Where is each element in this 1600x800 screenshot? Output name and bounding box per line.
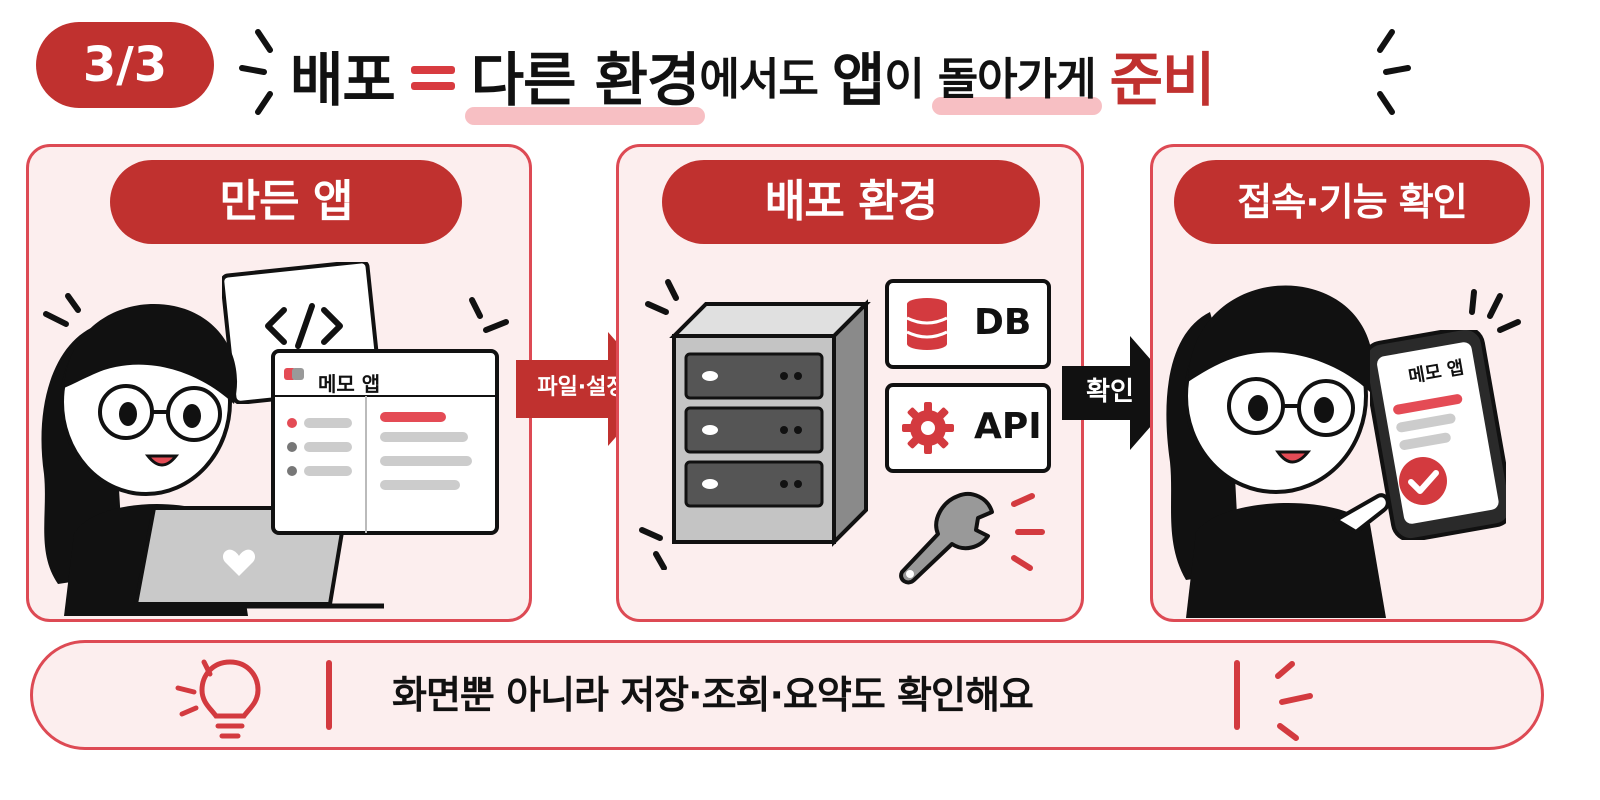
headline-even: 에서도 — [699, 54, 818, 105]
arrow-label-verify: 확인 — [1086, 377, 1134, 407]
headline-particle: 이 — [884, 54, 924, 105]
panel-title-access-check: 접속·기능 확인 — [1174, 160, 1530, 244]
page-headline: 배포 다른 환경 에서도 앱 이 돌아가게 준비 — [290, 30, 1216, 125]
sparkle-lines-wrench — [1011, 493, 1045, 571]
arrow-label-files-config: 파일·설정 — [537, 375, 627, 400]
tip-divider-left — [326, 660, 332, 730]
headline-deploy: 배포 — [290, 46, 396, 114]
sparkle-lines-tip — [1275, 661, 1313, 741]
sparkle-lines-server — [645, 279, 679, 315]
code-icon — [265, 303, 343, 349]
heart-icon — [222, 549, 256, 576]
panel-title-built-app: 만든 앱 — [110, 160, 462, 244]
tip-divider-right — [1234, 660, 1240, 730]
memo-window-title: 메모 앱 — [318, 372, 381, 396]
headline-other-env: 다른 환경 — [464, 33, 706, 125]
check-icon — [1399, 457, 1447, 505]
headline-ready: 준비 — [1109, 46, 1216, 114]
girl-with-phone-illustration — [1166, 285, 1390, 618]
sparkle-lines-panel1 — [43, 293, 81, 327]
panel-title-deploy-env: 배포 환경 — [662, 160, 1040, 244]
memo-app-window — [271, 349, 499, 535]
wrench-icon — [899, 492, 994, 585]
emphasis-lines-left — [239, 29, 273, 115]
headline-app: 앱 — [831, 46, 885, 114]
gear-icon — [902, 402, 954, 454]
database-icon — [906, 298, 948, 350]
server-rack — [669, 299, 871, 547]
sparkle-lines-server-bottom — [639, 527, 667, 570]
emphasis-lines-right — [1377, 29, 1411, 115]
db-label: DB — [974, 302, 1032, 343]
equals-sign — [410, 62, 455, 92]
headline-run: 돌아가게 — [931, 43, 1102, 115]
sparkle-lines-panel1-right — [469, 297, 509, 333]
api-label: API — [974, 406, 1042, 447]
step-badge: 3/3 — [36, 22, 214, 108]
lightbulb-icon — [175, 659, 261, 739]
sparkle-lines-phone — [1469, 289, 1521, 333]
tip-text: 화면뿐 아니라 저장·조회·요약도 확인해요 — [392, 673, 1034, 717]
